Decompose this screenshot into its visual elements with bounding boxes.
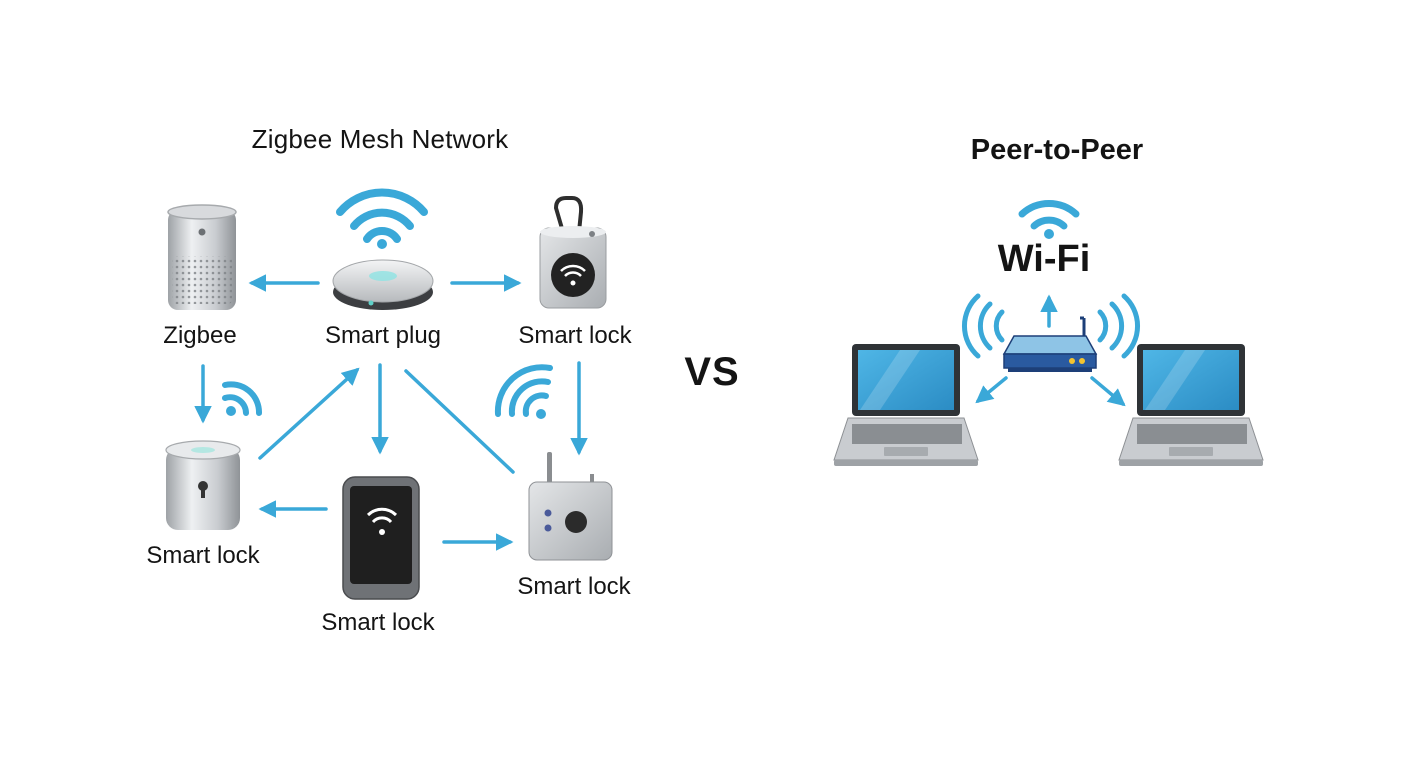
air-purifier-hub-icon bbox=[167, 204, 237, 310]
p2p-connections bbox=[975, 294, 1126, 407]
router-icon bbox=[1002, 316, 1098, 372]
arrow-lock-to-hub bbox=[258, 367, 360, 460]
cylinder-lock-icon bbox=[165, 440, 241, 530]
zigbee-title: Zigbee Mesh Network bbox=[251, 124, 509, 154]
laptop-icon bbox=[1118, 344, 1264, 466]
arrow-hub-to-sensor bbox=[404, 369, 515, 474]
wifi-hub-puck-icon bbox=[332, 188, 434, 310]
signal-waves-right-icon bbox=[1097, 293, 1140, 359]
signal-waves-left-icon bbox=[962, 293, 1005, 359]
node-label-zigbee: Zigbee bbox=[163, 322, 237, 349]
node-label-top-right: Smart lock bbox=[518, 322, 632, 349]
sensor-box-icon bbox=[528, 452, 613, 561]
smart-plug-device-icon bbox=[539, 196, 607, 309]
node-label-bottom-left: Smart lock bbox=[146, 542, 260, 569]
laptop-icon bbox=[833, 344, 979, 466]
node-label-bottom-right: Smart lock bbox=[517, 573, 631, 600]
node-label-smart-plug: Smart plug bbox=[324, 322, 442, 349]
wifi-signal-icon bbox=[494, 364, 553, 419]
wifi-signal-icon bbox=[222, 381, 263, 416]
wifi-icon bbox=[1018, 200, 1080, 239]
wifi-label: Wi-Fi bbox=[997, 238, 1091, 280]
mesh-connections bbox=[194, 274, 588, 551]
node-label-bottom-center: Smart lock bbox=[321, 609, 435, 636]
p2p-title: Peer-to-Peer bbox=[970, 134, 1144, 166]
arrow-router-to-right-laptop bbox=[1090, 376, 1126, 407]
vs-separator: VS bbox=[684, 350, 740, 394]
arrow-router-to-left-laptop bbox=[975, 376, 1008, 404]
phone-icon bbox=[342, 476, 420, 600]
